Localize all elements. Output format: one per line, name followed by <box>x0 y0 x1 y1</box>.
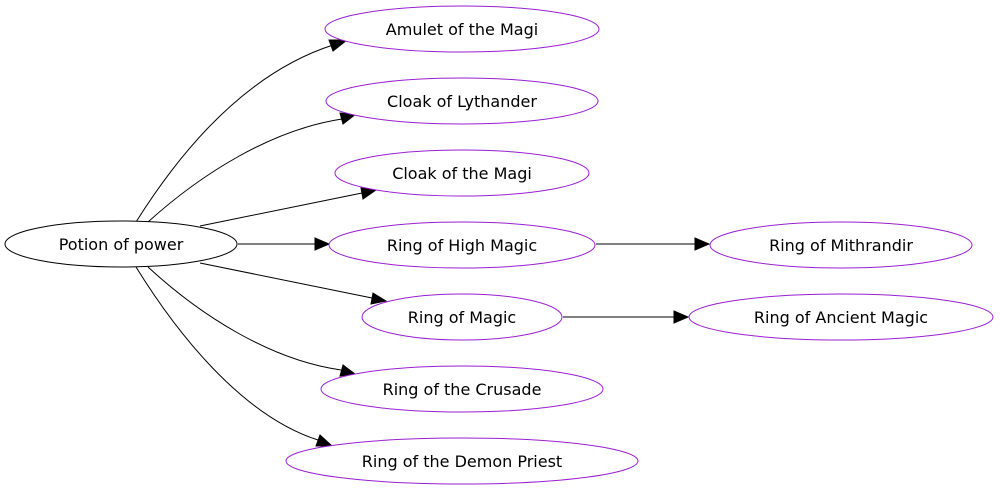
edge-potion-to-cloak-of-lythander <box>147 112 358 223</box>
node-cloak-of-lythander: Cloak of Lythander <box>325 77 599 125</box>
node-amulet-of-the-magi: Amulet of the Magi <box>324 5 600 53</box>
node-cloak-of-the-magi: Cloak of the Magi <box>334 149 590 197</box>
node-label: Ring of Magic <box>408 308 516 327</box>
edges <box>135 39 711 447</box>
node-label: Ring of the Demon Priest <box>362 452 562 471</box>
edge-potion-to-amulet-of-the-magi <box>135 39 349 223</box>
node-label: Ring of the Crusade <box>383 380 542 399</box>
node-label: Amulet of the Magi <box>386 20 538 39</box>
node-ring-of-the-crusade: Ring of the Crusade <box>320 365 604 413</box>
edge-potion-to-cloak-of-the-magi <box>199 187 378 227</box>
node-potion-of-power: Potion of power <box>4 220 238 268</box>
edge-ring-of-magic-to-ring-of-ancient-magic <box>563 310 690 324</box>
node-ring-of-mithrandir: Ring of Mithrandir <box>709 221 973 269</box>
node-label: Cloak of Lythander <box>387 92 537 111</box>
node-label: Potion of power <box>59 235 184 254</box>
edge-potion-to-ring-of-high-magic <box>238 237 331 251</box>
node-label: Cloak of the Magi <box>392 164 532 183</box>
node-label: Ring of High Magic <box>387 236 537 255</box>
edge-potion-to-ring-of-the-crusade <box>147 266 357 377</box>
edge-potion-to-ring-of-magic <box>199 262 388 305</box>
edge-potion-to-ring-of-the-demon-priest <box>135 266 334 447</box>
edge-ring-of-high-magic-to-ring-of-mithrandir <box>596 237 711 251</box>
node-label: Ring of Mithrandir <box>769 236 913 255</box>
node-ring-of-high-magic: Ring of High Magic <box>328 221 596 269</box>
node-ring-of-the-demon-priest: Ring of the Demon Priest <box>285 437 639 485</box>
node-label: Ring of Ancient Magic <box>754 308 928 327</box>
node-ring-of-ancient-magic: Ring of Ancient Magic <box>688 293 994 341</box>
node-ring-of-magic: Ring of Magic <box>361 293 563 341</box>
